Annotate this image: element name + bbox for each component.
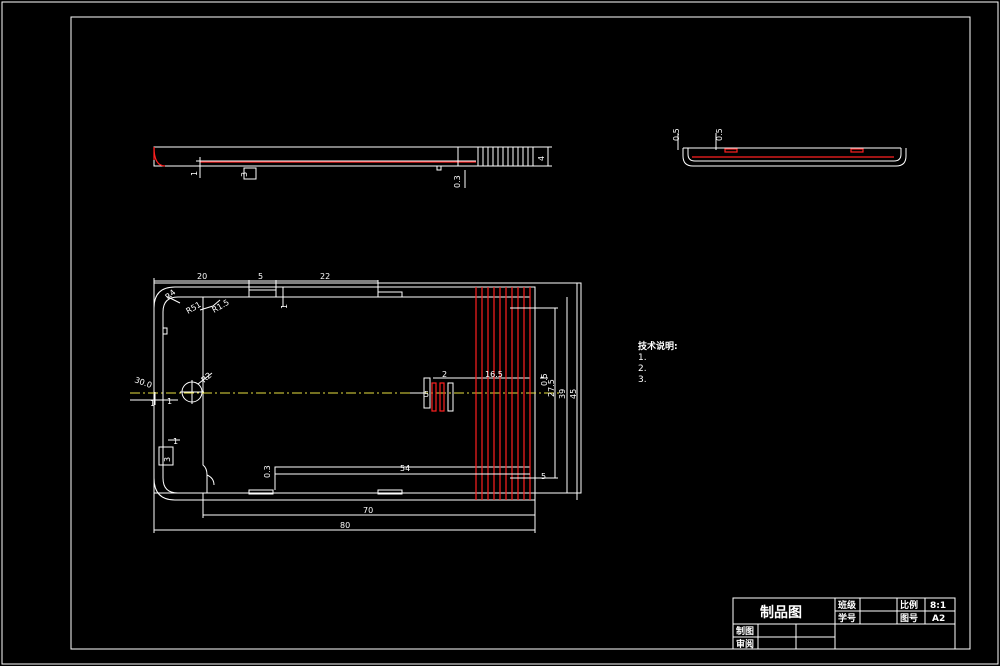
dim-mid-2: 2 [442,370,447,379]
title-block-drafter-label: 制图 [736,625,754,637]
notes-item-3: 3. [638,375,647,385]
title-block-reviewer-label: 审阅 [736,638,754,650]
title-block-scale-label: 比例 [900,599,918,611]
plan-view [130,278,582,533]
dim-side-4: 4 [537,156,546,161]
title-block-title: 制品图 [760,604,802,621]
title-block-drawing-no-value: A2 [932,614,945,624]
notes-heading: 技术说明: [638,340,678,352]
dim-r2: R2 [200,371,214,385]
dim-side-3: 3 [240,172,249,177]
dim-left-30: 30.0 [133,375,153,390]
end-view [677,133,907,167]
dim-mid-5: 5 [424,390,429,399]
dim-top-5: 5 [258,272,263,281]
title-block-student-label: 学号 [838,612,856,624]
dim-left-1c: 1 [173,437,178,446]
notes-item-1: 1. [638,353,647,363]
dim-right-5: 5 [541,472,546,481]
dim-r4: R4 [164,288,178,302]
dim-left-1b: 1 [167,397,172,406]
dim-right-27-5: 27.5 [547,379,556,397]
title-block-scale-value: 8:1 [930,601,946,611]
dim-left-3: 3 [163,457,172,462]
notes-item-2: 2. [638,364,647,374]
dim-bot-80: 80 [340,521,350,530]
dim-r51: R51 [185,300,203,316]
dim-left-1: 1 [150,399,155,408]
dim-side-1: 1 [190,171,199,176]
title-block [732,597,956,650]
dim-right-39: 39 [558,389,567,399]
dim-end-0-5-left: 0.5 [672,128,681,141]
dim-top-1: 1 [280,304,289,309]
dim-bot-54: 54 [400,464,410,473]
side-view [153,146,552,188]
plan-view-ribs [475,287,531,500]
dim-side-0-3: 0.3 [453,175,462,188]
dim-top-22: 22 [320,272,330,281]
dim-end-0-5-right: 0.5 [715,128,724,141]
dim-r1-5: R1.5 [211,298,231,315]
dim-top-20: 20 [197,272,207,281]
dim-mid-16-5: 16.5 [485,370,503,379]
dim-bot-70: 70 [363,506,373,515]
dim-bot-0-3: 0.3 [263,465,272,478]
title-block-drawing-no-label: 图号 [900,613,918,624]
side-view-ribs [477,147,534,166]
drawing-frame [70,16,971,650]
title-block-class-label: 班级 [838,599,857,611]
dim-right-0-5: 0.5 [540,373,549,386]
dim-right-45: 45 [569,389,578,399]
